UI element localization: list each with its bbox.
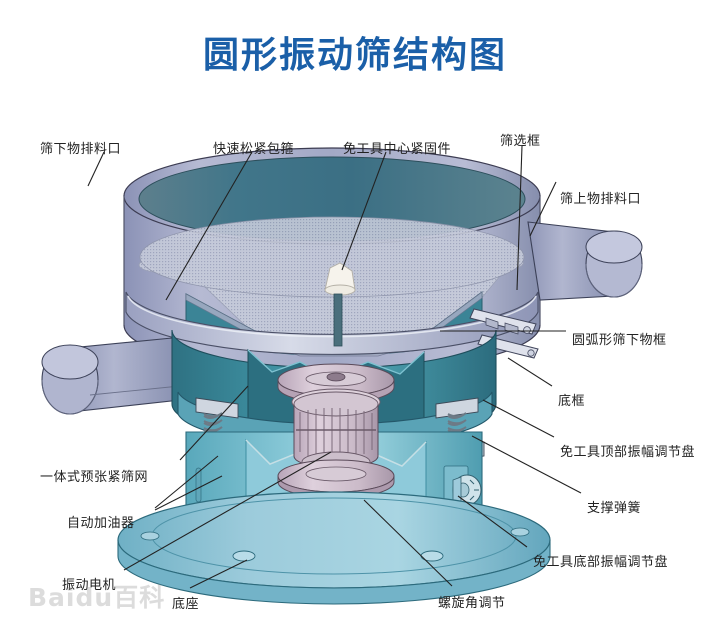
base-bolt-hole-left — [232, 550, 256, 562]
page-title: 圆形振动筛结构图 — [202, 35, 507, 76]
toolless-center-fastener-part — [324, 262, 356, 347]
top-amplitude-plate-right — [435, 397, 479, 419]
under-spout-top-ellipse — [41, 344, 99, 380]
leader-under-screen-discharge — [87, 151, 105, 187]
top-amplitude-plate-left — [195, 397, 239, 419]
leader-top-amplitude — [482, 399, 555, 438]
under-spout-edge — [89, 385, 181, 396]
leader-quick-clamp-ring — [165, 151, 253, 301]
callout-label-under-screen-discharge: 筛下物排料口 — [40, 142, 122, 157]
callout-label-auto-oiler: 自动加油器 — [67, 516, 135, 531]
callout-label-over-screen-discharge: 筛上物排料口 — [560, 192, 642, 207]
callout-label-toolless-center-fastener: 免工具中心紧固件 — [343, 142, 452, 157]
base-bolt-hole-far-right — [510, 527, 530, 537]
callout-label-toolless-bottom-amplitude: 免工具底部振幅调节盘 — [533, 555, 669, 570]
clamp-latch-hardware — [469, 308, 537, 335]
leader-auto-oiler-b — [154, 475, 223, 511]
leader-vibration-motor — [123, 451, 332, 571]
callout-label-screening-frame: 筛选框 — [500, 134, 541, 149]
leader-screening-frame — [516, 145, 523, 291]
leader-lines-group — [87, 145, 582, 589]
callout-label-bottom-frame: 底框 — [558, 394, 586, 409]
under-screen-discharge-spout — [41, 337, 181, 415]
over-spout-seam — [585, 263, 643, 298]
callout-label-toolless-top-amplitude: 免工具顶部振幅调节盘 — [560, 445, 696, 460]
callout-label-arc-under-screen-frame: 圆弧形筛下物框 — [572, 333, 667, 348]
callout-label-integrated-pretension-mesh: 一体式预张紧筛网 — [40, 470, 149, 485]
leader-auto-oiler-a — [154, 455, 219, 509]
helix-knob-ticks — [469, 479, 479, 501]
leader-support-spring — [471, 435, 582, 494]
callout-label-support-spring: 支撑弹簧 — [587, 501, 642, 516]
base-bolt-hole-far-left — [140, 531, 160, 541]
leader-helix-angle — [363, 499, 453, 587]
leader-over-screen-discharge — [529, 181, 557, 237]
callout-label-base: 底座 — [172, 597, 200, 612]
callout-label-quick-clamp-ring: 快速松紧包箍 — [213, 142, 295, 157]
leader-base — [189, 559, 248, 589]
motor-stator-fins — [299, 408, 373, 460]
over-spout-top-ellipse — [585, 230, 643, 264]
leader-toolless-center — [341, 151, 387, 271]
leader-bottom-amplitude — [457, 495, 528, 548]
bottom-weight-slot — [305, 466, 367, 482]
clamp-ring-highlight — [127, 295, 537, 338]
base-plate-edge — [117, 539, 551, 605]
clamp-ring-band — [125, 291, 539, 355]
callout-label-vibration-motor: 振动电机 — [62, 578, 117, 593]
fastener-shaft — [333, 293, 343, 347]
fastener-flange — [324, 284, 356, 296]
base-part — [117, 491, 551, 605]
vibration-motor-part — [277, 363, 395, 499]
motor-shaft-top — [326, 372, 346, 382]
screen-mesh-disc — [139, 216, 525, 298]
leader-pretension-mesh — [179, 385, 249, 461]
over-screen-discharge-spout — [527, 221, 643, 301]
leader-bottom-frame — [507, 357, 553, 387]
quick-clamp-ring-part — [125, 291, 539, 359]
callout-label-helix-angle-adjust: 螺旋角调节 — [438, 596, 506, 611]
motor-stator-top — [293, 391, 379, 417]
